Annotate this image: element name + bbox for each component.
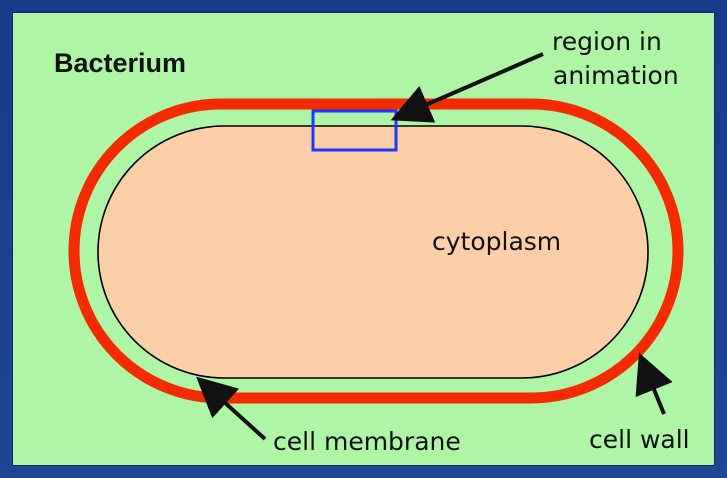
region-label-line2: animation bbox=[553, 61, 679, 90]
cytoplasm-label: cytoplasm bbox=[432, 227, 561, 256]
diagram-title: Bacterium bbox=[54, 48, 186, 78]
cell-wall-arrow bbox=[642, 360, 664, 414]
cell-membrane-label: cell membrane bbox=[273, 427, 461, 456]
region-label-line1: region in bbox=[552, 27, 662, 56]
cell-membrane-arrow bbox=[202, 382, 265, 439]
cell-wall-label: cell wall bbox=[589, 425, 690, 454]
cytoplasm-membrane-shape bbox=[98, 126, 648, 378]
